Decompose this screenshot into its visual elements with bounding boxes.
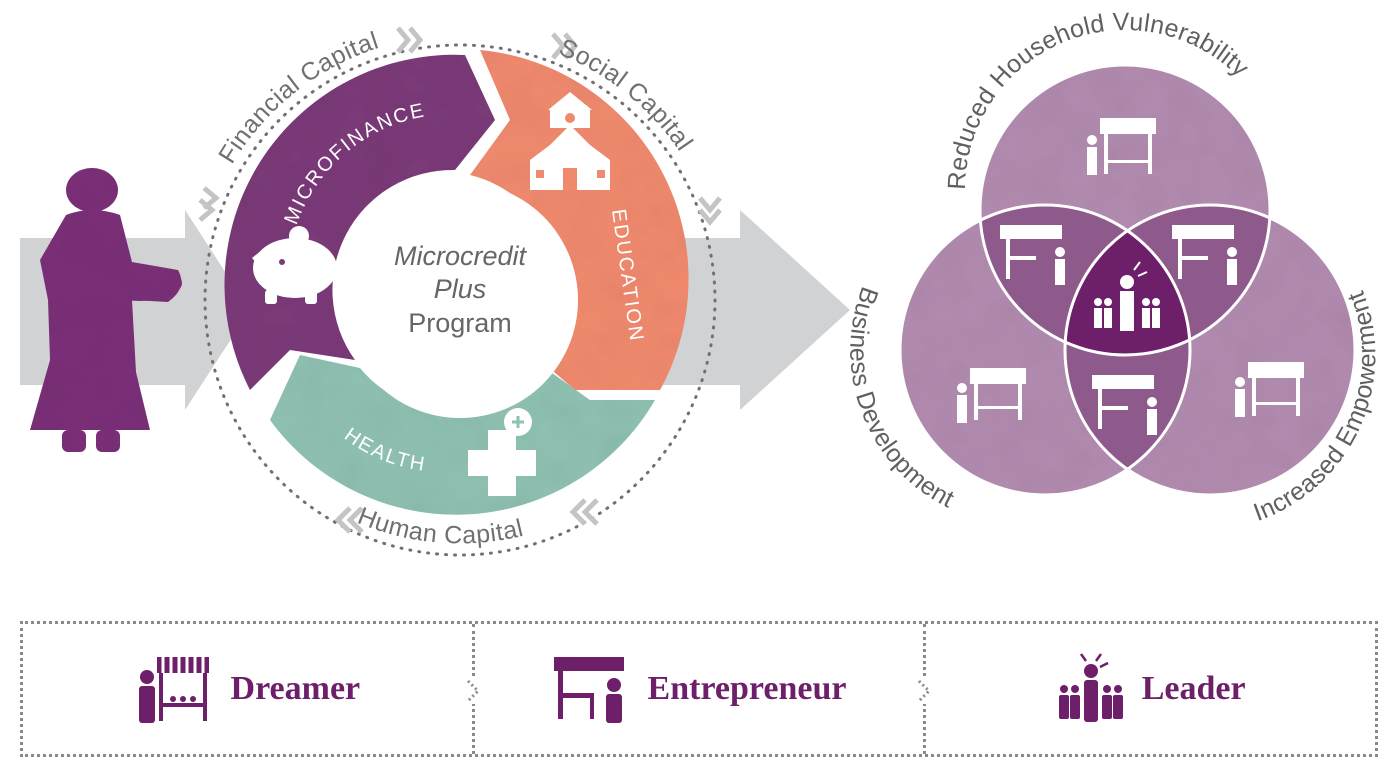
center-line-2: Plus (434, 274, 487, 304)
stage-label-dreamer: Dreamer (230, 670, 361, 707)
chevron-right-icon (914, 678, 937, 704)
shop-icon (1000, 225, 1065, 285)
stage-entrepreneur: Entrepreneur (475, 624, 937, 754)
chevron-icon (198, 26, 722, 534)
venn-outlines (898, 63, 1357, 497)
shop-icon (1172, 225, 1237, 285)
stage-label-leader: Leader (1141, 670, 1246, 707)
market-stall-icon (957, 368, 1026, 423)
stage-dreamer: Dreamer (23, 624, 485, 754)
shop-icon (1092, 375, 1157, 435)
program-diagram: Financial Capital Social Capital Human C… (20, 8, 1381, 557)
microfinance-segment (224, 54, 496, 391)
market-stall-icon (1087, 118, 1156, 175)
chevron-right-icon (462, 678, 485, 704)
leader-icon (1056, 653, 1126, 725)
market-stall-icon (135, 653, 215, 725)
stage-label-entrepreneur: Entrepreneur (647, 670, 847, 707)
dotted-cycle (203, 43, 717, 557)
right-arrow (650, 210, 850, 410)
market-stall-icon (1235, 362, 1304, 417)
education-segment (470, 50, 689, 390)
medical-cross-icon (468, 408, 536, 496)
piggy-bank-icon (252, 226, 337, 304)
stage-leader: Leader (926, 624, 1375, 754)
schoolhouse-icon (530, 92, 610, 190)
progression-strip: Dreamer Entrepreneur (20, 621, 1378, 757)
health-segment (270, 355, 655, 515)
leader-icon (1094, 261, 1160, 331)
center-circle (342, 182, 578, 418)
center-line-3: Program (408, 308, 512, 338)
shop-icon (552, 653, 632, 725)
center-line-1: Microcredit (394, 241, 528, 271)
woman-figure (30, 168, 182, 452)
